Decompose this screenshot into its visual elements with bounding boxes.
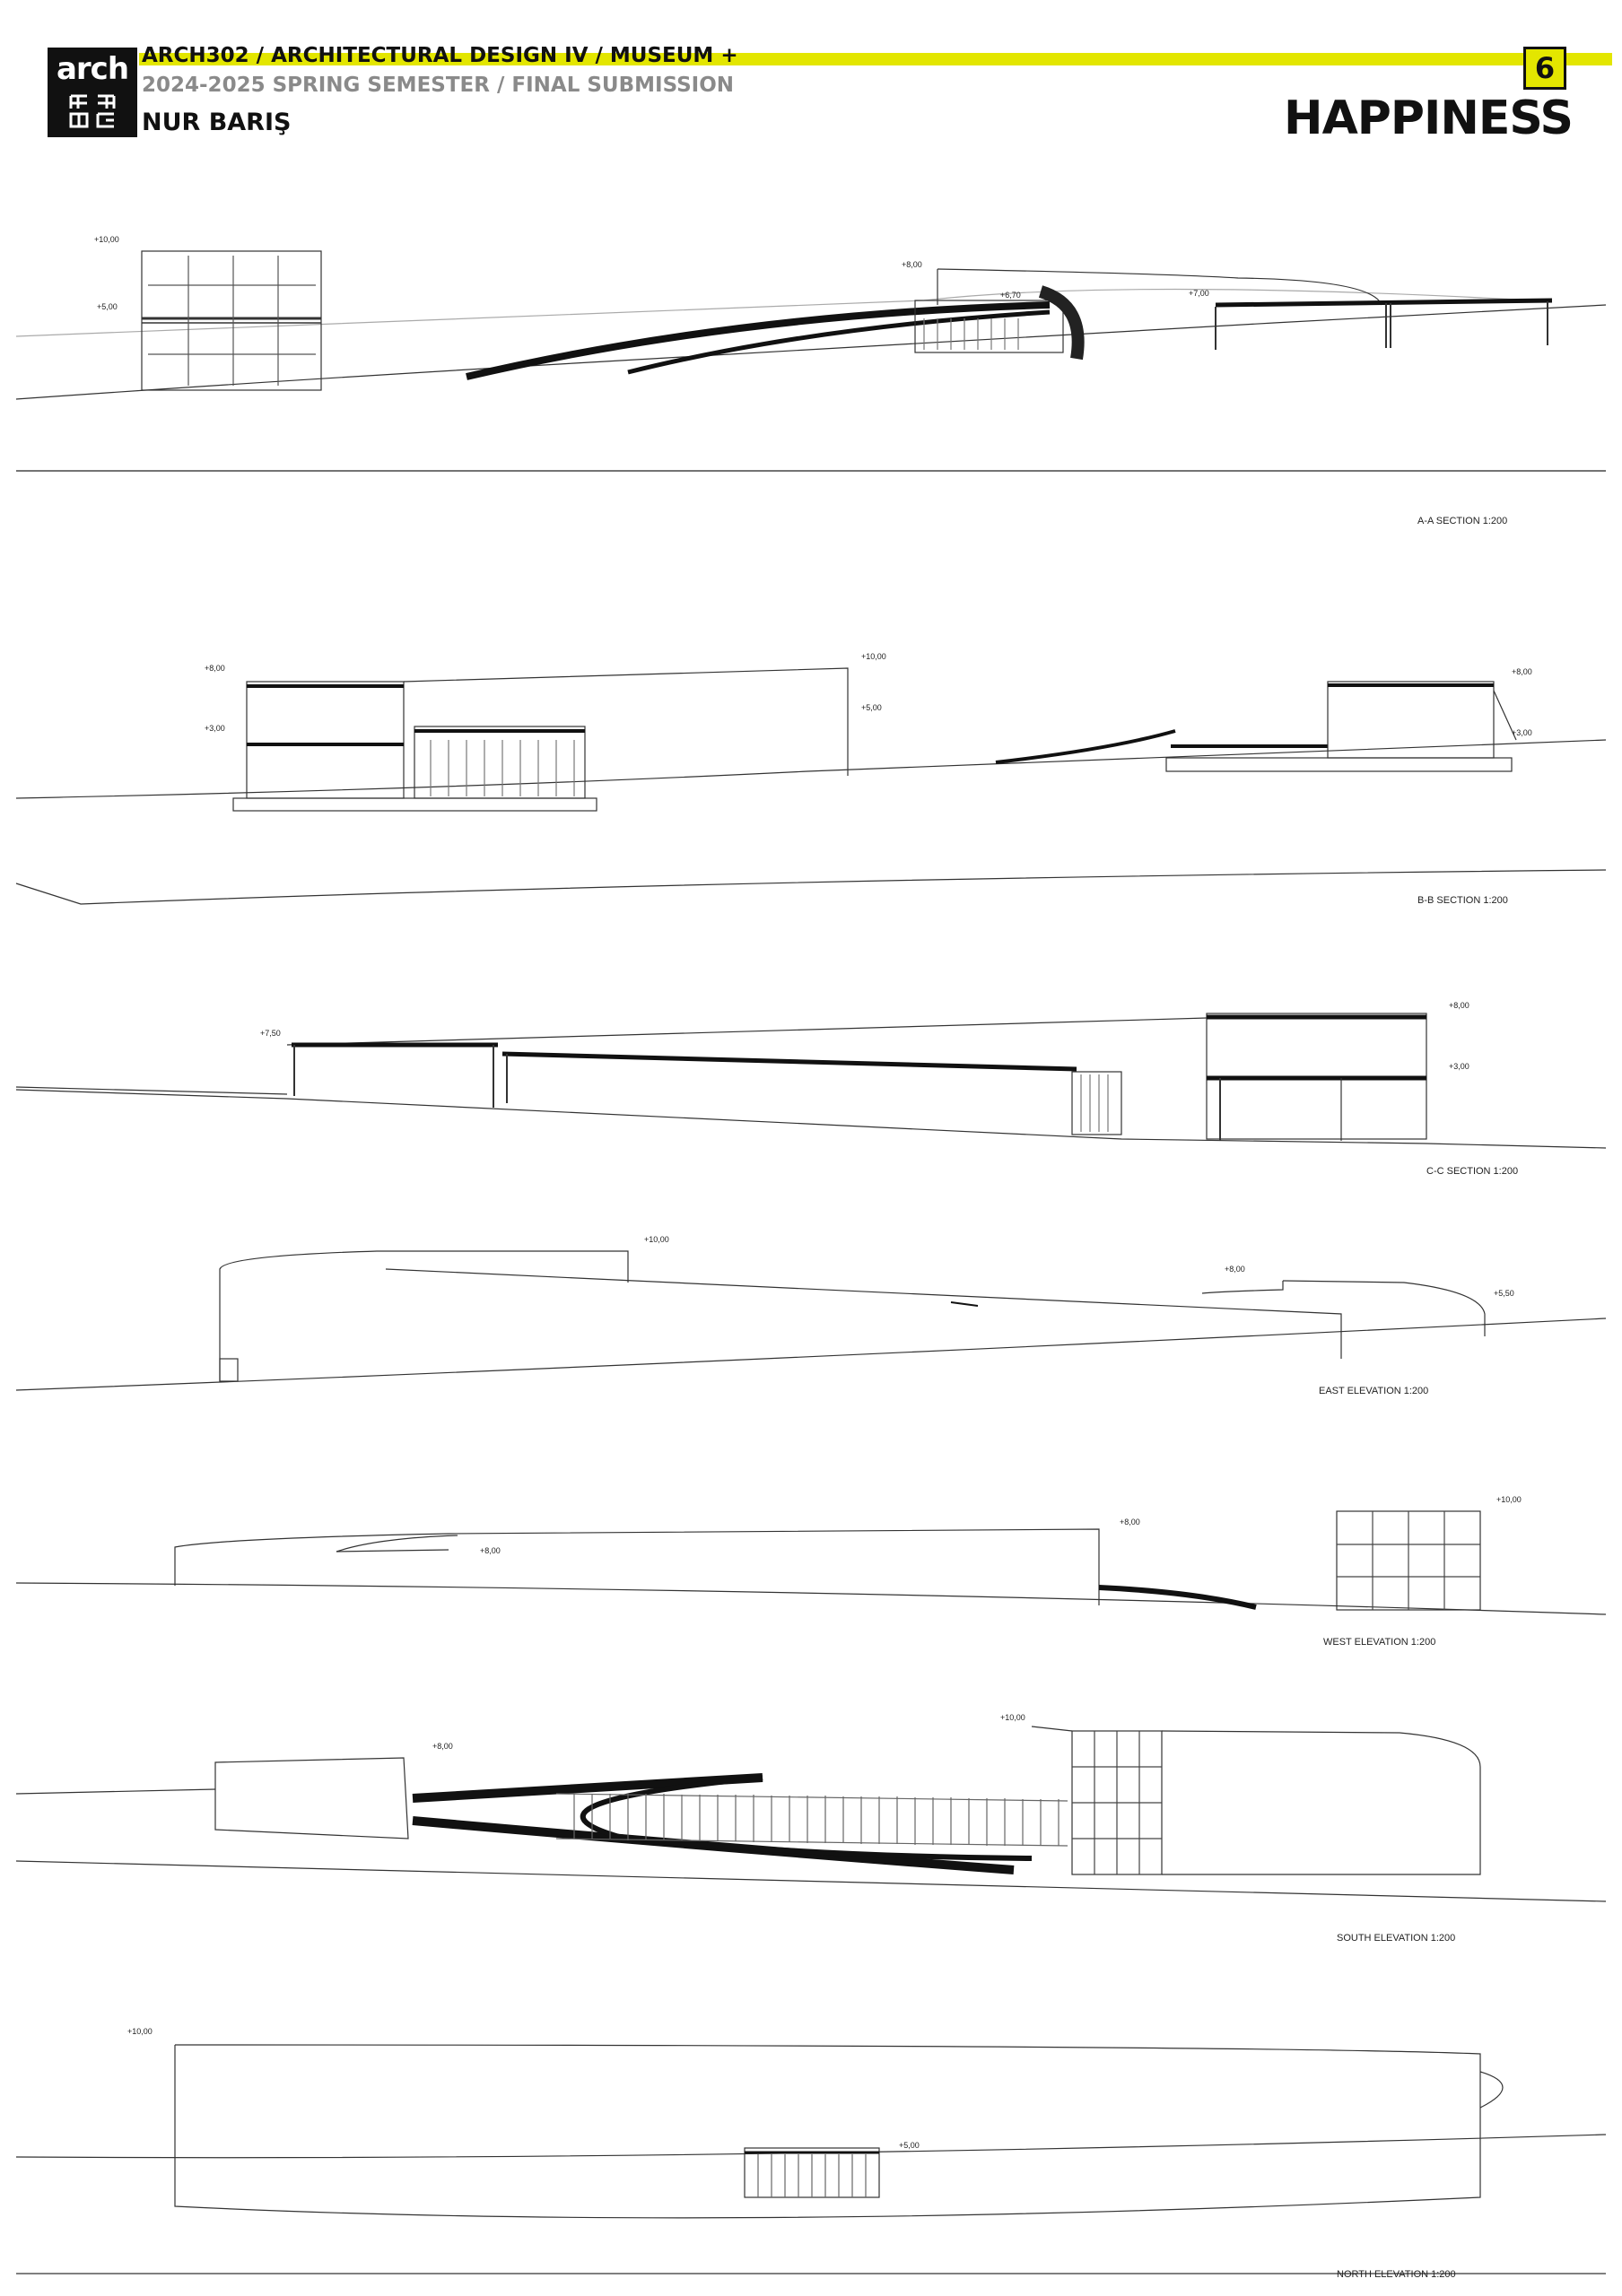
level-mark: +6,70 [1000, 291, 1021, 300]
east-elevation: +10,00 +8,00 +5,50 EAST ELEVATION 1:200 [0, 1229, 1622, 1408]
arch-logo: arch [48, 48, 137, 137]
drawing-caption: SOUTH ELEVATION 1:200 [1337, 1933, 1456, 1944]
level-mark: +8,00 [480, 1546, 501, 1555]
author-name: NUR BARIŞ [142, 109, 292, 136]
level-mark: +10,00 [644, 1235, 669, 1244]
level-mark: +7,00 [1189, 289, 1209, 298]
section-cc-drawing: +7,50 +8,00 +3,00 [15, 1001, 1607, 1149]
east-elevation-drawing: +10,00 +8,00 +5,50 [15, 1235, 1607, 1391]
level-mark: +8,00 [1120, 1518, 1140, 1526]
level-mark: +5,50 [1494, 1289, 1514, 1298]
logo-text: arch [56, 51, 129, 87]
level-mark: +8,00 [205, 664, 225, 673]
ground-line [15, 1582, 1607, 1615]
drawing-caption: B-B SECTION 1:200 [1417, 895, 1508, 906]
level-mark: +10,00 [94, 235, 119, 244]
drawing-caption: A-A SECTION 1:200 [1417, 516, 1508, 526]
level-mark: +8,00 [1512, 667, 1532, 676]
semester-line: 2024-2025 SPRING SEMESTER / FINAL SUBMIS… [142, 74, 735, 97]
west-elevation: +8,00 +8,00 +10,00 WEST ELEVATION 1:200 [0, 1480, 1622, 1659]
drawing-caption: WEST ELEVATION 1:200 [1323, 1637, 1436, 1648]
section-cc: +7,50 +8,00 +3,00 C-C SECTION 1:200 [0, 987, 1622, 1193]
level-mark: +8,00 [1225, 1265, 1245, 1274]
drawing-caption: NORTH ELEVATION 1:200 [1337, 2269, 1456, 2280]
course-title: ARCH302 / ARCHITECTURAL DESIGN IV / MUSE… [142, 44, 738, 67]
level-mark: +5,00 [899, 2141, 920, 2150]
section-aa: +10,00 +5,00 +8,00 +6,70 +7,00 A-A SECTI… [0, 215, 1622, 538]
ground-line [15, 1860, 1607, 1902]
west-elevation-drawing: +8,00 +8,00 +10,00 [15, 1495, 1607, 1615]
tower-block [141, 250, 322, 391]
logo-mark-icon [69, 94, 116, 128]
level-mark: +10,00 [1496, 1495, 1522, 1504]
sheet-header: arch ARCH302 / ARCHITECTURAL DESIGN IV /… [0, 0, 1622, 152]
ground-line [15, 739, 1607, 799]
drawing-caption: EAST ELEVATION 1:200 [1319, 1386, 1429, 1396]
south-elevation: +8,00 +10,00 SOUTH ELEVATION 1:200 [0, 1704, 1622, 1955]
level-mark: +8,00 [1449, 1001, 1469, 1010]
project-title: HAPPINESS [1284, 91, 1574, 145]
ground-line [15, 1089, 1607, 1149]
north-elevation-drawing: +10,00 +5,00 [15, 2027, 1607, 2274]
north-elevation: +10,00 +5,00 [0, 2018, 1622, 2287]
level-mark: +8,00 [432, 1742, 453, 1751]
ground-line [15, 1318, 1607, 1391]
section-bb: +8,00 +3,00 +10,00 +5,00 +8,00 +3,00 B-B… [0, 646, 1622, 915]
level-mark: +3,00 [1449, 1062, 1469, 1071]
level-mark: +10,00 [861, 652, 886, 661]
level-mark: +5,00 [861, 703, 882, 712]
level-mark: +7,50 [260, 1029, 281, 1038]
level-mark: +8,00 [902, 260, 922, 269]
section-aa-drawing: +10,00 +5,00 +8,00 +6,70 +7,00 [15, 235, 1607, 472]
accent-bar [139, 53, 1612, 65]
level-mark: +3,00 [205, 724, 225, 733]
section-bb-drawing: +8,00 +3,00 +10,00 +5,00 +8,00 +3,00 [15, 652, 1607, 905]
level-mark: +10,00 [1000, 1713, 1025, 1722]
ground-line [15, 2134, 1607, 2159]
drawing-caption: C-C SECTION 1:200 [1426, 1166, 1519, 1177]
level-mark: +3,00 [1512, 728, 1532, 737]
page-number-badge: 6 [1523, 47, 1566, 90]
south-elevation-drawing: +8,00 +10,00 [15, 1713, 1607, 1902]
ground-line [15, 304, 1607, 400]
level-mark: +5,00 [97, 302, 118, 311]
level-mark: +10,00 [127, 2027, 153, 2036]
